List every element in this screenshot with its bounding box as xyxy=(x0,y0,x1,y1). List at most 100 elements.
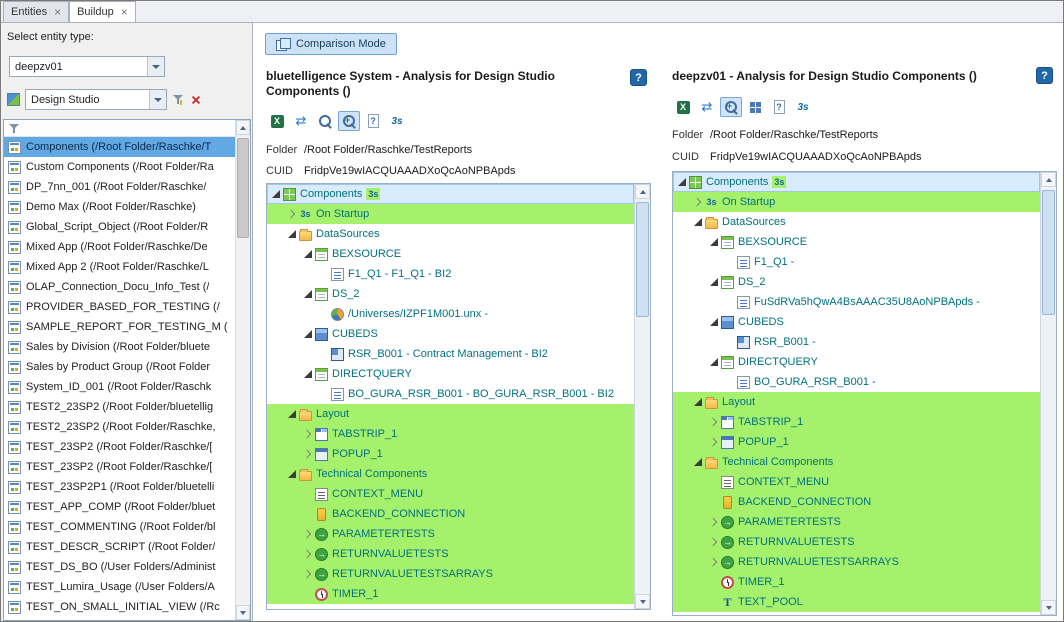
doc-question-button[interactable]: ? xyxy=(768,97,790,117)
tree-item[interactable]: F1_Q1 - F1_Q1 - BI2 xyxy=(267,264,634,284)
tree-item[interactable]: BEXSOURCE xyxy=(267,244,634,264)
tree-scrollbar[interactable] xyxy=(1040,172,1056,615)
collapse-arrow-icon[interactable] xyxy=(676,176,688,188)
tree-item[interactable]: FuSdRVa5hQwA4BsAAAC35U8AoNPBApds - xyxy=(673,292,1040,312)
tree-item[interactable]: F1_Q1 - xyxy=(673,252,1040,272)
tree-item[interactable]: TIMER_1 xyxy=(673,572,1040,592)
tree-item[interactable]: POPUP_1 xyxy=(673,432,1040,452)
collapse-arrow-icon[interactable] xyxy=(692,456,704,468)
zoom-in-button[interactable]: + xyxy=(338,111,360,131)
tree-item[interactable]: RSR_B001 - xyxy=(673,332,1040,352)
collapse-arrow-icon[interactable] xyxy=(302,328,314,340)
tree-item[interactable]: DIRECTQUERY xyxy=(267,364,634,384)
entity-list-item[interactable]: TEST_ON_SMALL_INITIAL_VIEW (/Rc xyxy=(4,597,235,617)
entity-type-dropdown[interactable]: Design Studio xyxy=(25,89,167,110)
entity-list-item[interactable]: Components (/Root Folder/Raschke/T xyxy=(4,137,235,157)
scrollbar-thumb[interactable] xyxy=(1042,190,1055,315)
tree-item[interactable]: TABSTRIP_1 xyxy=(267,424,634,444)
tree-item[interactable]: BO_GURA_RSR_B001 - BO_GURA_RSR_B001 - BI… xyxy=(267,384,634,404)
scrollbar-thumb[interactable] xyxy=(636,202,649,317)
tree-item[interactable]: Technical Components xyxy=(267,464,634,484)
comparison-mode-button[interactable]: Comparison Mode xyxy=(265,33,397,55)
scroll-down-icon[interactable] xyxy=(236,605,250,620)
sync-button[interactable]: ⇄ xyxy=(696,97,718,117)
entity-list-item[interactable]: TEST_COMMENTING (/Root Folder/bl xyxy=(4,517,235,537)
entity-list-item[interactable]: Demo Max (/Root Folder/Raschke) xyxy=(4,197,235,217)
collapse-arrow-icon[interactable] xyxy=(286,408,298,420)
entity-list-item[interactable]: TEST2_23SP2 (/Root Folder/Raschke, xyxy=(4,417,235,437)
tree-item[interactable]: CONTEXT_MENU xyxy=(267,484,634,504)
collapse-arrow-icon[interactable] xyxy=(286,468,298,480)
scroll-up-icon[interactable] xyxy=(236,120,250,135)
scroll-down-icon[interactable] xyxy=(635,594,650,609)
system-dropdown[interactable]: deepzv01 xyxy=(9,56,165,77)
tree-item[interactable]: DIRECTQUERY xyxy=(673,352,1040,372)
entity-list-item[interactable]: OLAP_Connection_Docu_Info_Test (/ xyxy=(4,277,235,297)
collapse-arrow-icon[interactable] xyxy=(708,276,720,288)
collapse-arrow-icon[interactable] xyxy=(302,248,314,260)
tree-item[interactable]: DS_2 xyxy=(267,284,634,304)
help-button[interactable]: ? xyxy=(630,69,647,86)
tree-item[interactable]: →PARAMETERTESTS xyxy=(673,512,1040,532)
collapse-arrow-icon[interactable] xyxy=(286,228,298,240)
scrollbar-thumb[interactable] xyxy=(237,138,249,238)
entity-list-item[interactable]: Global_Script_Object (/Root Folder/R xyxy=(4,217,235,237)
entity-list-item[interactable]: DP_7nn_001 (/Root Folder/Raschke/ xyxy=(4,177,235,197)
collapse-arrow-icon[interactable] xyxy=(692,216,704,228)
collapse-arrow-icon[interactable] xyxy=(708,236,720,248)
entity-list-item[interactable]: Sales by Division (/Root Folder/bluete xyxy=(4,337,235,357)
tab-buildup[interactable]: Buildup× xyxy=(69,1,136,22)
collapse-arrow-icon[interactable] xyxy=(270,188,282,200)
entity-list-item[interactable]: Mixed App 2 (/Root Folder/Raschke/L xyxy=(4,257,235,277)
doc-question-button[interactable]: ? xyxy=(362,111,384,131)
collapse-arrow-icon[interactable] xyxy=(708,316,720,328)
expand-arrow-icon[interactable] xyxy=(302,428,314,440)
tree-item[interactable]: POPUP_1 xyxy=(267,444,634,464)
expand-arrow-icon[interactable] xyxy=(708,436,720,448)
entity-list-item[interactable]: Mixed App (/Root Folder/Raschke/De xyxy=(4,237,235,257)
tree-item[interactable]: BACKEND_CONNECTION xyxy=(673,492,1040,512)
entity-list-item[interactable]: TEST2_23SP2 (/Root Folder/bluetellig xyxy=(4,397,235,417)
entity-list-item[interactable]: System_ID_001 (/Root Folder/Raschk xyxy=(4,377,235,397)
tree-item[interactable]: TIMER_1 xyxy=(267,584,634,604)
tree-item[interactable]: BACKEND_CONNECTION xyxy=(267,504,634,524)
entity-list-item[interactable]: Sales by Product Group (/Root Folder xyxy=(4,357,235,377)
entity-list-item[interactable]: TEST_23SP2 (/Root Folder/Raschke/[ xyxy=(4,457,235,477)
tab-close-icon[interactable]: × xyxy=(54,5,62,19)
tree-item[interactable]: Layout xyxy=(673,392,1040,412)
tree-item[interactable]: →RETURNVALUETESTS xyxy=(267,544,634,564)
expand-arrow-icon[interactable] xyxy=(692,196,704,208)
refresh-3s-button[interactable]: 3s xyxy=(792,97,814,117)
clear-filter-icon[interactable] xyxy=(190,94,202,106)
entity-list-item[interactable]: TEST_23SP2P1 (/Root Folder/bluetelli xyxy=(4,477,235,497)
expand-arrow-icon[interactable] xyxy=(302,528,314,540)
tab-entities[interactable]: Entities× xyxy=(3,1,70,22)
grid-view-button[interactable] xyxy=(744,97,766,117)
tree-item[interactable]: DS_2 xyxy=(673,272,1040,292)
tab-close-icon[interactable]: × xyxy=(120,5,128,19)
excel-export-button[interactable]: X xyxy=(266,111,288,131)
expand-arrow-icon[interactable] xyxy=(708,556,720,568)
tree-item[interactable]: /Universes/IZPF1M001.unx - xyxy=(267,304,634,324)
entity-list-scrollbar[interactable] xyxy=(235,120,250,620)
filter-edit-icon[interactable] xyxy=(172,93,185,106)
scroll-down-icon[interactable] xyxy=(1041,600,1056,615)
help-button[interactable]: ? xyxy=(1036,67,1053,84)
collapse-arrow-icon[interactable] xyxy=(692,396,704,408)
chevron-down-icon[interactable] xyxy=(147,57,164,76)
entity-list-item[interactable]: TEST_DS_BO (/User Folders/Administ xyxy=(4,557,235,577)
tree-item[interactable]: →RETURNVALUETESTSARRAYS xyxy=(673,552,1040,572)
expand-arrow-icon[interactable] xyxy=(302,568,314,580)
tree-item[interactable]: BEXSOURCE xyxy=(673,232,1040,252)
collapse-arrow-icon[interactable] xyxy=(302,368,314,380)
entity-list-item[interactable]: PROVIDER_BASED_FOR_TESTING (/ xyxy=(4,297,235,317)
entity-filter-row[interactable] xyxy=(4,120,235,137)
entity-list-item[interactable]: TEST_APP_COMP (/Root Folder/bluet xyxy=(4,497,235,517)
entity-list-item[interactable]: TEST_Lumira_Usage (/User Folders/A xyxy=(4,577,235,597)
sync-button[interactable]: ⇄ xyxy=(290,111,312,131)
entity-list-item[interactable]: TEST_DESCR_SCRIPT (/Root Folder/ xyxy=(4,537,235,557)
expand-arrow-icon[interactable] xyxy=(302,548,314,560)
tree-item[interactable]: →PARAMETERTESTS xyxy=(267,524,634,544)
